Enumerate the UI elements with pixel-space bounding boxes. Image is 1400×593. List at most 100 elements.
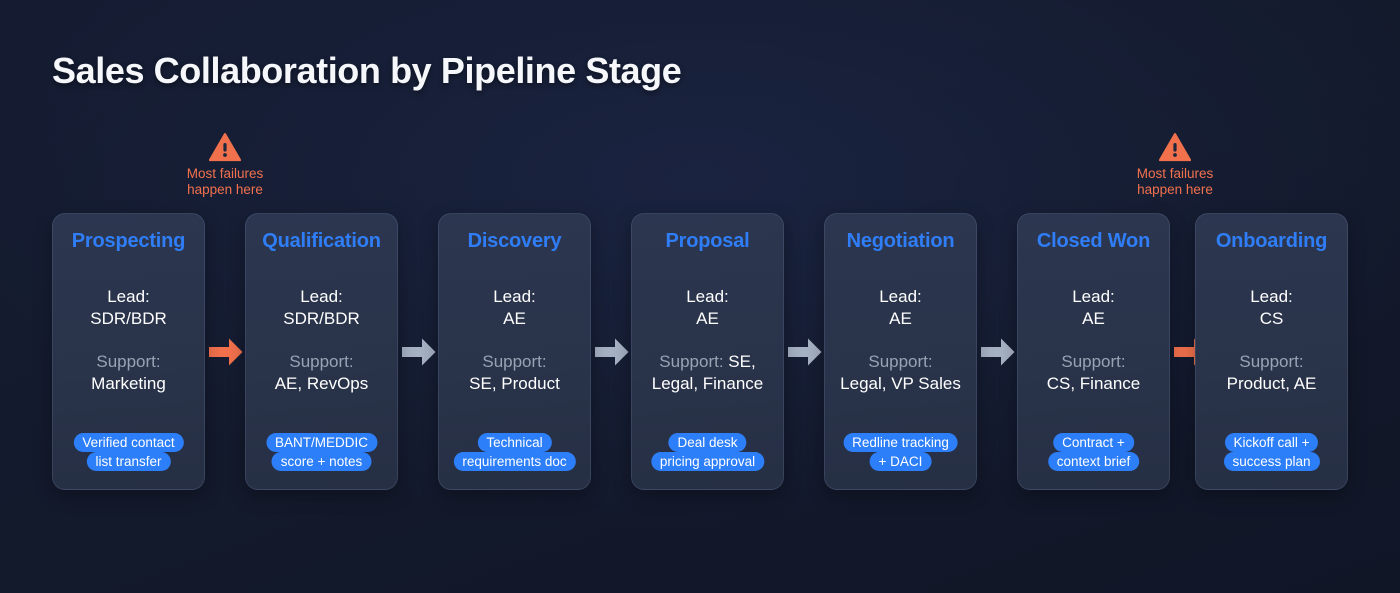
stage-title: Qualification xyxy=(262,230,381,252)
badge-line-2: score + notes xyxy=(271,452,372,471)
support-label: Support: xyxy=(1239,352,1304,371)
stage-roles: Lead: SDR/BDR Support: Marketing xyxy=(55,286,202,395)
warning-text-line1: Most failures xyxy=(1136,166,1214,181)
stage-roles: Lead: SDR/BDR Support: AE, RevOps xyxy=(248,286,395,395)
support-value: Product, AE xyxy=(1226,374,1317,393)
stage-card-prospecting[interactable]: Prospecting Lead: SDR/BDR Support: Marke… xyxy=(52,213,205,490)
badge-line-2: pricing approval xyxy=(650,452,765,471)
lead-label: Lead: xyxy=(493,287,536,306)
lead-value: CS xyxy=(1259,309,1284,328)
stage-title: Prospecting xyxy=(71,230,186,252)
lead-label: Lead: xyxy=(300,287,343,306)
stage-card-proposal[interactable]: Proposal Lead: AE Support: SE, Legal, Fi… xyxy=(631,213,784,490)
pipeline-flow: Prospecting Lead: SDR/BDR Support: Marke… xyxy=(52,213,1348,490)
support-label: Support: xyxy=(482,352,547,371)
arrow-discovery-to-proposal xyxy=(595,338,629,366)
stage-title: Discovery xyxy=(467,230,562,252)
stage-roles: Lead: CS Support: Product, AE xyxy=(1198,286,1345,395)
stage-badge[interactable]: BANT/MEDDIC score + notes xyxy=(265,433,378,471)
support-value-part-2: Legal, Finance xyxy=(651,374,764,393)
lead-block: Lead: CS xyxy=(1198,286,1345,330)
support-value-part-1: SE, xyxy=(728,352,756,371)
lead-value: AE xyxy=(1082,309,1105,328)
support-value: Legal, VP Sales xyxy=(840,374,961,393)
badge-line-2: list transfer xyxy=(86,452,171,471)
badge-line-2: success plan xyxy=(1223,452,1320,471)
lead-label: Lead: xyxy=(686,287,729,306)
support-value: Marketing xyxy=(91,374,166,393)
support-block: Support: Marketing xyxy=(55,351,202,395)
stage-title: Proposal xyxy=(665,230,750,252)
support-value: SE, Product xyxy=(469,374,560,393)
lead-label: Lead: xyxy=(1250,287,1293,306)
support-line-1: Support: SE, xyxy=(634,351,781,373)
support-label: Support: xyxy=(289,352,354,371)
stage-badge[interactable]: Technical requirements doc xyxy=(453,433,576,471)
lead-block: Lead: AE xyxy=(1020,286,1167,330)
support-block: Support: SE, Product xyxy=(441,351,588,395)
page-title: Sales Collaboration by Pipeline Stage xyxy=(52,50,682,91)
support-label: Support: xyxy=(96,352,161,371)
lead-value: AE xyxy=(503,309,526,328)
stage-title: Closed Won xyxy=(1036,230,1151,252)
stage-card-qualification[interactable]: Qualification Lead: SDR/BDR Support: AE,… xyxy=(245,213,398,490)
support-block: Support: Product, AE xyxy=(1198,351,1345,395)
lead-block: Lead: SDR/BDR xyxy=(55,286,202,330)
badge-line-1: Deal desk xyxy=(668,433,747,452)
stage-badge[interactable]: Redline tracking + DACI xyxy=(843,433,958,471)
stage-card-discovery[interactable]: Discovery Lead: AE Support: SE, Product … xyxy=(438,213,591,490)
lead-value: AE xyxy=(889,309,912,328)
badge-line-2: context brief xyxy=(1047,452,1140,471)
lead-label: Lead: xyxy=(107,287,150,306)
support-label: Support: xyxy=(1061,352,1126,371)
lead-value: SDR/BDR xyxy=(90,309,167,328)
arrow-proposal-to-negotiation xyxy=(788,338,822,366)
badge-line-1: Verified contact xyxy=(73,433,184,452)
stage-badge[interactable]: Deal desk pricing approval xyxy=(650,433,765,471)
stage-roles: Lead: AE Support: CS, Finance xyxy=(1020,286,1167,395)
arrow-prospecting-to-qualification xyxy=(209,338,243,366)
lead-value: SDR/BDR xyxy=(283,309,360,328)
lead-block: Lead: AE xyxy=(827,286,974,330)
lead-block: Lead: AE xyxy=(634,286,781,330)
badge-line-2: requirements doc xyxy=(453,452,576,471)
badge-line-1: BANT/MEDDIC xyxy=(265,433,378,452)
badge-line-1: Contract + xyxy=(1053,433,1134,452)
badge-line-1: Kickoff call + xyxy=(1224,433,1319,452)
warning-text-line1: Most failures xyxy=(186,166,264,181)
stage-card-negotiation[interactable]: Negotiation Lead: AE Support: Legal, VP … xyxy=(824,213,977,490)
warning-triangle-icon xyxy=(208,133,242,162)
stage-card-closed-won[interactable]: Closed Won Lead: AE Support: CS, Finance… xyxy=(1017,213,1170,490)
support-value: CS, Finance xyxy=(1046,374,1141,393)
warning-text-line2: happen here xyxy=(187,182,263,197)
stage-badge[interactable]: Contract + context brief xyxy=(1047,433,1140,471)
warning-annotation-qualification: Most failures happen here xyxy=(140,133,310,198)
arrow-qualification-to-discovery xyxy=(402,338,436,366)
support-block: Support: AE, RevOps xyxy=(248,351,395,395)
stage-roles: Lead: AE Support: SE, Legal, Finance xyxy=(634,286,781,395)
lead-block: Lead: SDR/BDR xyxy=(248,286,395,330)
lead-label: Lead: xyxy=(1072,287,1115,306)
support-value: AE, RevOps xyxy=(274,374,369,393)
stage-roles: Lead: AE Support: Legal, VP Sales xyxy=(827,286,974,395)
stage-title: Negotiation xyxy=(846,230,955,252)
warning-triangle-icon xyxy=(1158,133,1192,162)
stage-badge[interactable]: Verified contact list transfer xyxy=(73,433,184,471)
arrow-negotiation-to-closed-won xyxy=(981,338,1015,366)
warning-text-line2: happen here xyxy=(1137,182,1213,197)
badge-line-2: + DACI xyxy=(869,452,932,471)
stage-roles: Lead: AE Support: SE, Product xyxy=(441,286,588,395)
badge-line-1: Redline tracking xyxy=(843,433,958,452)
lead-value: AE xyxy=(696,309,719,328)
warning-annotation-onboarding: Most failures happen here xyxy=(1090,133,1260,198)
lead-label: Lead: xyxy=(879,287,922,306)
support-block: Support: CS, Finance xyxy=(1020,351,1167,395)
badge-line-1: Technical xyxy=(477,433,552,452)
support-label: Support: xyxy=(659,352,724,371)
support-block: Support: Legal, VP Sales xyxy=(827,351,974,395)
stage-badge[interactable]: Kickoff call + success plan xyxy=(1223,433,1320,471)
lead-block: Lead: AE xyxy=(441,286,588,330)
stage-card-onboarding[interactable]: Onboarding Lead: CS Support: Product, AE… xyxy=(1195,213,1348,490)
stage-title: Onboarding xyxy=(1215,230,1328,252)
support-block: Support: SE, Legal, Finance xyxy=(634,351,781,395)
